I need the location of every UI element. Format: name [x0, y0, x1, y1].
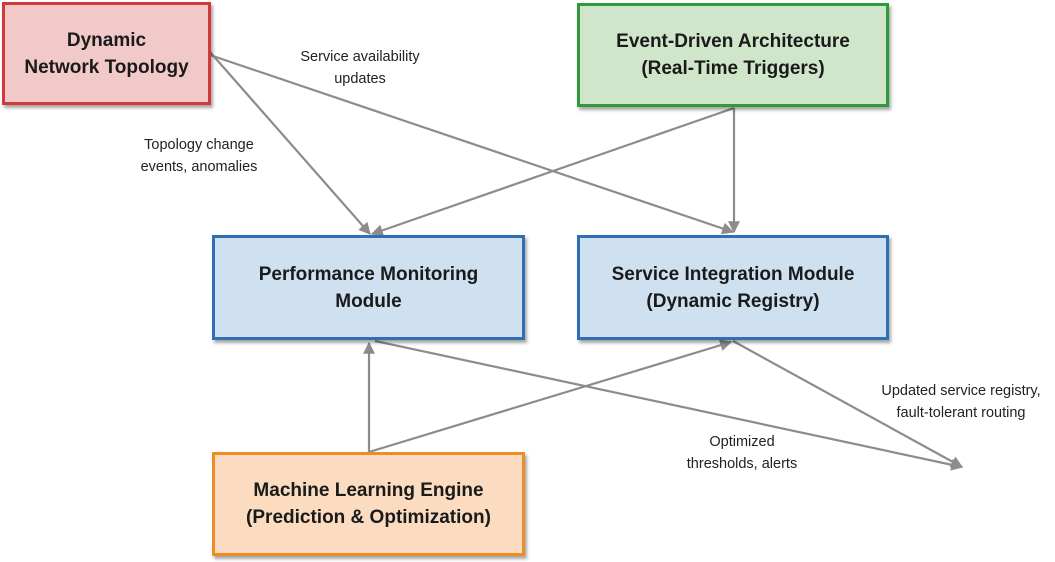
edge-topology-to-perf [209, 51, 371, 235]
edge-label-topology-change: Topology change events, anomalies [128, 134, 270, 178]
node-title-line: Performance Monitoring [258, 263, 479, 285]
node-title-line: Dynamic [66, 29, 147, 51]
node-title-line: Service Integration Module [611, 263, 855, 285]
node-subtitle-line: (Dynamic Registry) [646, 290, 820, 312]
node-machine-learning-engine: Machine Learning Engine (Prediction & Op… [212, 452, 525, 556]
node-title-line: Network Topology [24, 56, 189, 78]
node-service-integration-module: Service Integration Module (Dynamic Regi… [577, 235, 889, 340]
node-performance-monitoring-module: Performance Monitoring Module [212, 235, 525, 340]
edge-topology-to-service [209, 53, 735, 235]
edge-label-line: thresholds, alerts [686, 456, 798, 472]
node-subtitle-line: (Prediction & Optimization) [246, 507, 491, 528]
edge-service-output [732, 340, 964, 468]
edge-label-line: Optimized [709, 434, 775, 450]
edge-label-service-availability: Service availability updates [290, 46, 430, 90]
edge-label-line: events, anomalies [140, 159, 258, 175]
node-dynamic-network-topology: Dynamic Network Topology [2, 2, 211, 105]
edge-perf-output [374, 339, 964, 471]
edge-label-optimized-thresholds: Optimized thresholds, alerts [672, 431, 812, 475]
edge-label-line: fault-tolerant routing [896, 405, 1026, 421]
node-subtitle-line: (Real-Time Triggers) [641, 58, 825, 79]
node-event-driven-architecture: Event-Driven Architecture (Real-Time Tri… [577, 3, 889, 107]
edge-ml-to-service [368, 339, 733, 454]
node-title-line: Module [335, 290, 402, 312]
edge-label-line: Topology change [144, 137, 254, 153]
edge-label-line: Service availability [300, 49, 420, 65]
edge-label-line: updates [334, 71, 386, 87]
edge-event-to-perf [370, 106, 735, 237]
node-title-line: Machine Learning Engine [253, 480, 484, 501]
node-title-line: Event-Driven Architecture [616, 31, 850, 52]
edge-label-line: Updated service registry, [881, 383, 1041, 399]
edge-label-updated-service-registry: Updated service registry, fault-tolerant… [872, 380, 1050, 424]
